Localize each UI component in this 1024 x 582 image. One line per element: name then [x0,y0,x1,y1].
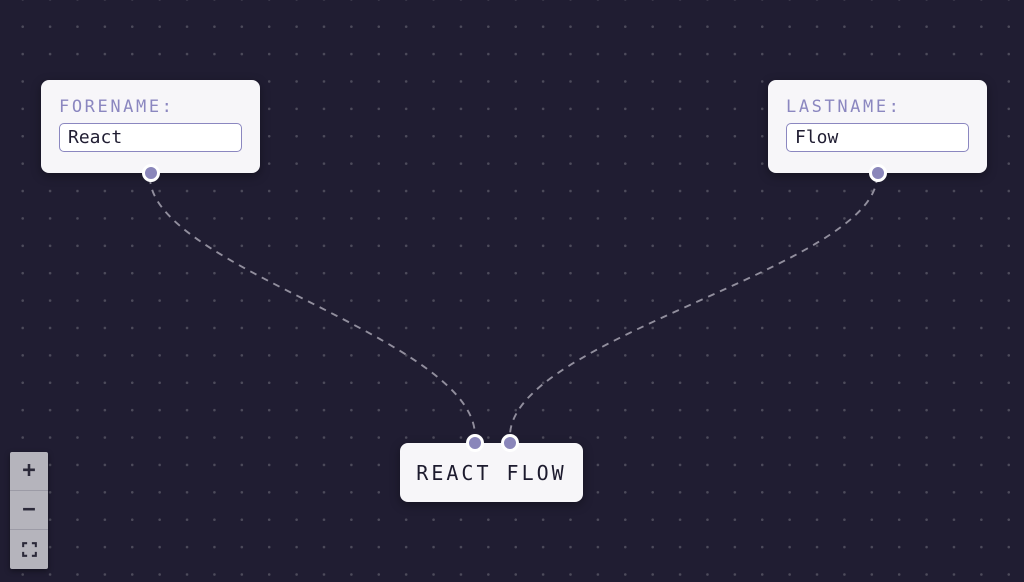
node-lastname[interactable]: LASTNAME: [768,80,987,182]
edge-lastname-to-result[interactable] [509,175,878,437]
node-forename[interactable]: FORENAME: [41,80,260,182]
edge-forename-to-result[interactable] [149,176,476,437]
forename-label: FORENAME: [59,97,175,117]
lastname-input[interactable] [786,123,969,152]
node-result[interactable]: REACT FLOW [400,434,583,502]
zoom-out-button[interactable]: − [10,491,48,530]
fit-view-button[interactable] [10,530,48,569]
fit-view-icon [21,542,37,557]
forename-input[interactable] [59,123,242,152]
forename-source-handle[interactable] [141,164,160,182]
result-target-handle-lastname[interactable] [501,434,519,452]
zoom-in-button[interactable]: + [10,452,48,491]
lastname-source-handle[interactable] [868,164,887,182]
lastname-label: LASTNAME: [786,97,902,117]
result-label: REACT FLOW [416,460,567,485]
result-target-handle-forename[interactable] [466,434,484,452]
plus-icon: + [22,458,36,483]
minus-icon: − [22,497,36,522]
zoom-controls-panel: + − [10,452,48,569]
